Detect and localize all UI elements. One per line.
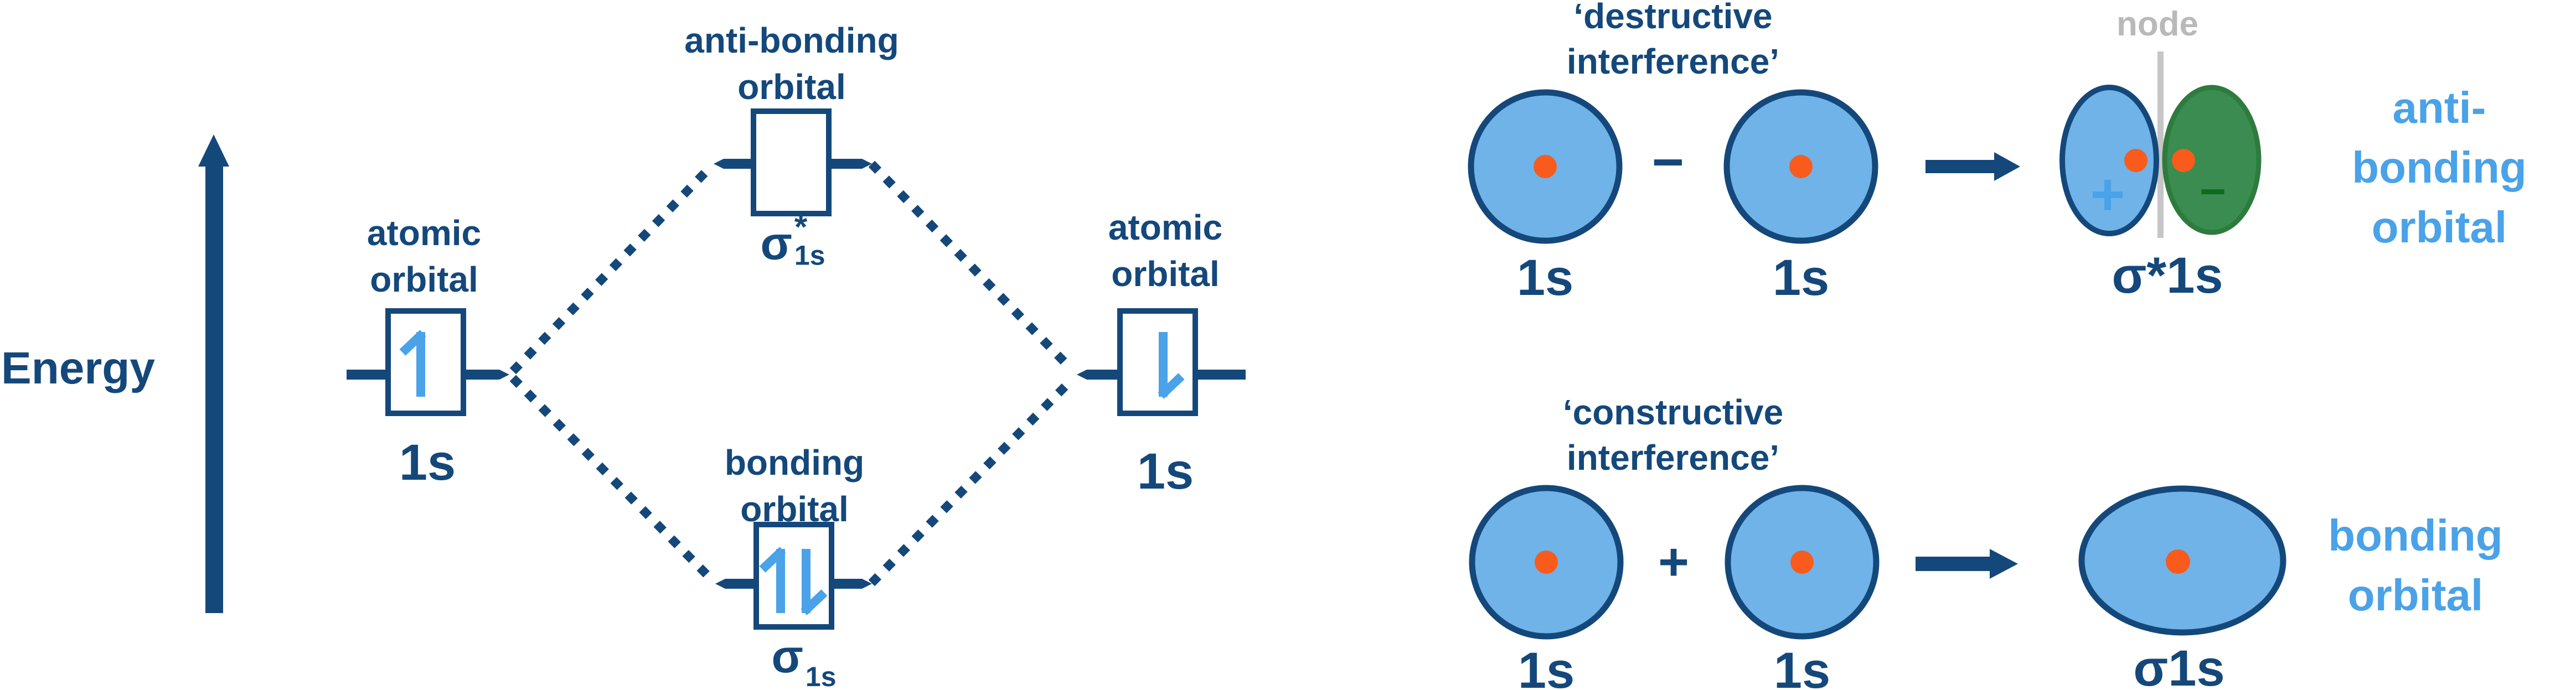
sigma-symbol: σ <box>760 217 792 269</box>
atomic-orbital-title-right: atomic orbital <box>1108 207 1223 294</box>
correlation-line-left-down <box>509 375 719 587</box>
atomic-orbital-1s-label-left: 1s <box>399 434 456 491</box>
node-label: node <box>2116 5 2199 43</box>
minus-operator: − <box>1651 131 1685 193</box>
constructive-interference-title: ‘constructive interference’ <box>1562 392 1784 478</box>
nucleus-dot <box>1789 155 1813 178</box>
level-line-right-ao-inner <box>1077 370 1120 380</box>
bonding-orbital-result-label: bonding orbital <box>2328 511 2503 620</box>
correlation-line-left-up <box>509 160 717 375</box>
orbital-box-right-atomic <box>1117 308 1198 416</box>
antibonding-formula: σ*1s <box>760 210 825 271</box>
sigma-1s-formula: σ1s <box>2133 640 2225 690</box>
nucleus-dot <box>2124 149 2147 172</box>
correlation-line-right-down <box>868 373 1078 587</box>
1s-subscript: 1s <box>794 240 825 271</box>
plus-operator: + <box>1658 532 1690 592</box>
1s-subscript: 1s <box>805 661 837 690</box>
level-line-right-ao-outer <box>1195 370 1246 380</box>
level-line-bonding-left <box>715 579 756 589</box>
antibonding-lobe-negative <box>2162 85 2262 235</box>
orbital-box-antibonding <box>751 108 832 216</box>
level-line-bonding-right <box>832 579 872 589</box>
correlation-line-right-up <box>868 160 1078 376</box>
bonding-orbital-title: bonding orbital <box>724 443 865 529</box>
result-arrow-destructive <box>1925 152 2020 181</box>
atomic-orbital-title-left: atomic orbital <box>366 213 482 299</box>
1s-label-destructive-right: 1s <box>1772 250 1830 306</box>
orbital-box-left-atomic <box>385 308 466 416</box>
nucleus-dot <box>1790 551 1814 574</box>
atomic-orbital-1s-label-right: 1s <box>1137 443 1194 500</box>
1s-label-constructive-right: 1s <box>1773 642 1831 690</box>
energy-axis-arrow <box>198 134 229 613</box>
nucleus-dot <box>1535 551 1558 574</box>
energy-axis-label: Energy <box>1 343 155 393</box>
sigma-symbol: σ <box>771 630 803 682</box>
nucleus-dot <box>1534 155 1557 178</box>
star-superscript: * <box>794 208 808 246</box>
level-line-left-ao-inner <box>463 370 509 380</box>
level-line-left-ao-outer <box>347 370 388 380</box>
antibonding-lobe-positive <box>2059 85 2159 236</box>
1s-label-destructive-left: 1s <box>1516 250 1574 306</box>
destructive-interference-title: ‘destructive interference’ <box>1566 0 1780 81</box>
level-line-antibonding-right <box>829 159 872 169</box>
node-line <box>2157 51 2164 238</box>
result-arrow-constructive <box>1916 549 2018 579</box>
1s-label-constructive-left: 1s <box>1517 642 1575 690</box>
electron-down-arrow <box>1158 332 1185 399</box>
positive-phase-sign: + <box>2090 160 2125 227</box>
antibonding-orbital-title: anti-bonding orbital <box>684 20 899 107</box>
nucleus-dot <box>2166 549 2190 574</box>
electron-pair-down-arrow <box>801 549 828 615</box>
negative-phase-sign: − <box>2200 167 2226 217</box>
orbital-box-bonding <box>753 522 834 630</box>
electron-pair-up-arrow <box>759 547 786 613</box>
antibonding-orbital-result-label: anti-bonding orbital <box>2352 83 2527 252</box>
level-line-antibonding-left <box>714 159 753 169</box>
electron-up-arrow <box>399 330 426 397</box>
sigma-star-1s-formula: σ*1s <box>2112 247 2223 304</box>
nucleus-dot <box>2172 149 2195 172</box>
